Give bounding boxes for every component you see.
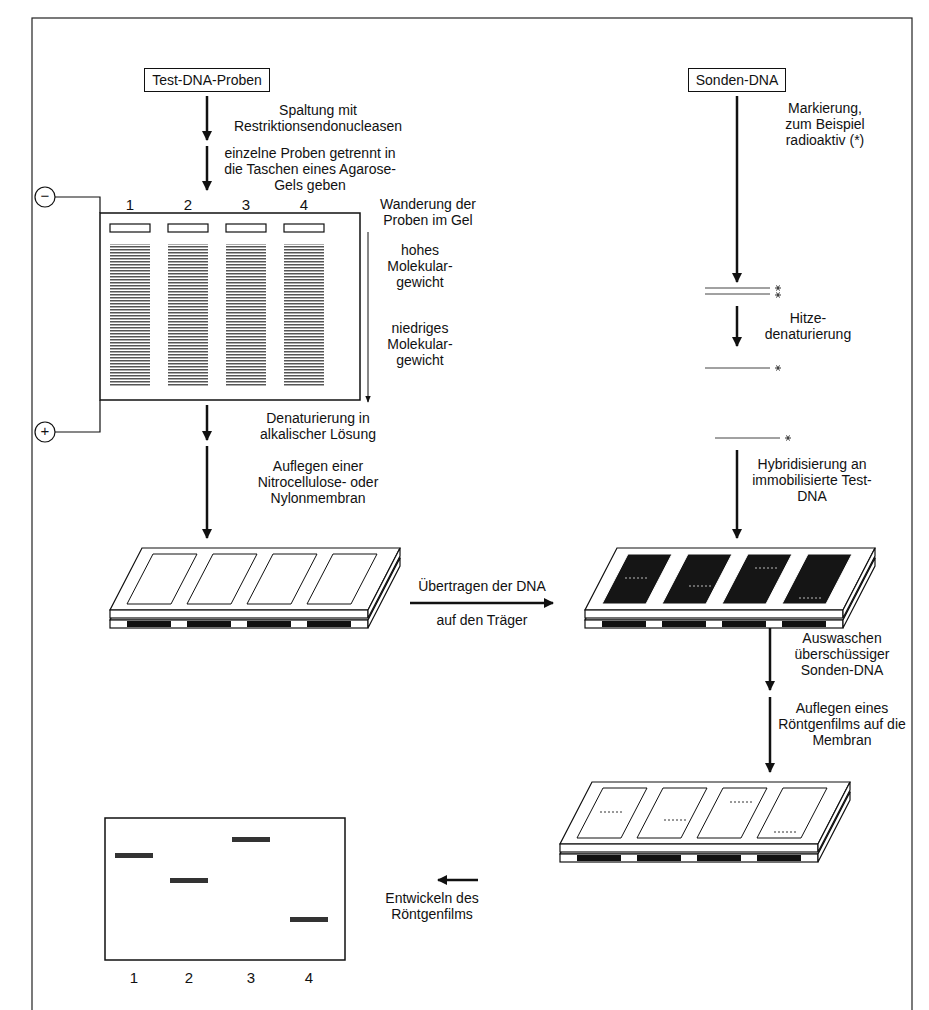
electrode-sign: − (36, 188, 54, 204)
agarose-gel (100, 213, 360, 400)
step-label: Hybridisierung an immobilisierte Test-DN… (747, 456, 877, 504)
box-text: Test-DNA-Proben (152, 72, 262, 88)
step-label: Auswaschen überschüssiger Sonden-DNA (780, 630, 904, 678)
axis-label: hohes Molekular- gewicht (380, 242, 460, 290)
membrane-film (560, 782, 850, 862)
lane-number: 4 (294, 197, 314, 213)
step-label: Denaturierung in alkalischer Lösung (243, 410, 393, 442)
membrane-hybridised (585, 548, 875, 628)
box-text: Sonden-DNA (696, 72, 779, 88)
migration-arrow (368, 232, 369, 402)
step-label: Wanderung der Proben im Gel (372, 196, 484, 228)
step-label: Spaltung mit Restriktionsendonucleasen (218, 102, 418, 134)
step-label: einzelne Proben getrennt in die Taschen … (220, 145, 400, 193)
step-label: Übertragen der DNA (407, 578, 557, 594)
lane-number: 4 (299, 970, 319, 986)
xray-film (105, 818, 345, 960)
electrodes (35, 187, 100, 442)
step-label: Markierung, zum Beispiel radioaktiv (*) (773, 100, 877, 148)
step-label: Auflegen eines Röntgenfilms auf die Memb… (778, 700, 906, 748)
sample-box: Test-DNA-Proben (144, 68, 270, 92)
step-label: auf den Träger (407, 612, 557, 628)
lane-number: 1 (124, 970, 144, 986)
step-label: Hitze- denaturierung (756, 310, 860, 342)
lane-number: 3 (241, 970, 261, 986)
lane-number: 2 (179, 970, 199, 986)
membrane-blank (110, 548, 400, 628)
axis-label: niedriges Molekular- gewicht (380, 320, 460, 368)
frame (32, 18, 912, 1010)
step-label: Entwickeln des Röntgenfilms (377, 890, 487, 922)
radioactive-mark (775, 285, 791, 440)
lane-number: 1 (120, 197, 140, 213)
probe-box: Sonden-DNA (688, 68, 787, 92)
lane-number: 2 (178, 197, 198, 213)
electrode-sign: + (36, 423, 54, 439)
step-label: Auflegen einer Nitrocellulose- oder Nylo… (243, 458, 393, 506)
lane-number: 3 (236, 197, 256, 213)
probe-dna (705, 288, 780, 438)
